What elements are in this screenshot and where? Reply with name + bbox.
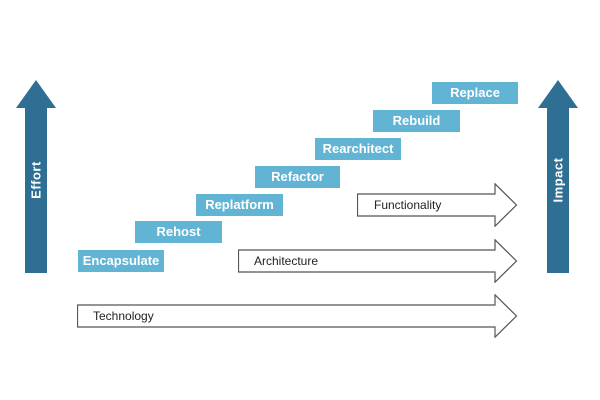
effort-label: Effort xyxy=(28,161,44,199)
impact-label: Impact xyxy=(550,157,566,203)
effort-arrow: Effort xyxy=(16,80,56,273)
step-rehost: Rehost xyxy=(135,221,222,243)
architecture-arrow-shape xyxy=(238,239,518,283)
step-encapsulate: Encapsulate xyxy=(78,250,164,272)
step-replatform: Replatform xyxy=(196,194,283,216)
impact-arrow-shape xyxy=(538,80,578,273)
functionality-arrow-shape xyxy=(357,183,518,227)
impact-arrow: Impact xyxy=(538,80,578,273)
architecture-arrow: Architecture xyxy=(238,239,518,283)
architecture-label: Architecture xyxy=(254,254,319,268)
effort-arrow-shape xyxy=(16,80,56,273)
step-rearchitect: Rearchitect xyxy=(315,138,401,160)
functionality-arrow: Functionality xyxy=(357,183,518,227)
technology-label: Technology xyxy=(93,309,154,323)
step-rebuild: Rebuild xyxy=(373,110,460,132)
technology-arrow: Technology xyxy=(77,294,518,338)
step-replace: Replace xyxy=(432,82,518,104)
technology-arrow-shape xyxy=(77,294,518,338)
step-refactor: Refactor xyxy=(255,166,340,188)
functionality-label: Functionality xyxy=(374,198,442,212)
